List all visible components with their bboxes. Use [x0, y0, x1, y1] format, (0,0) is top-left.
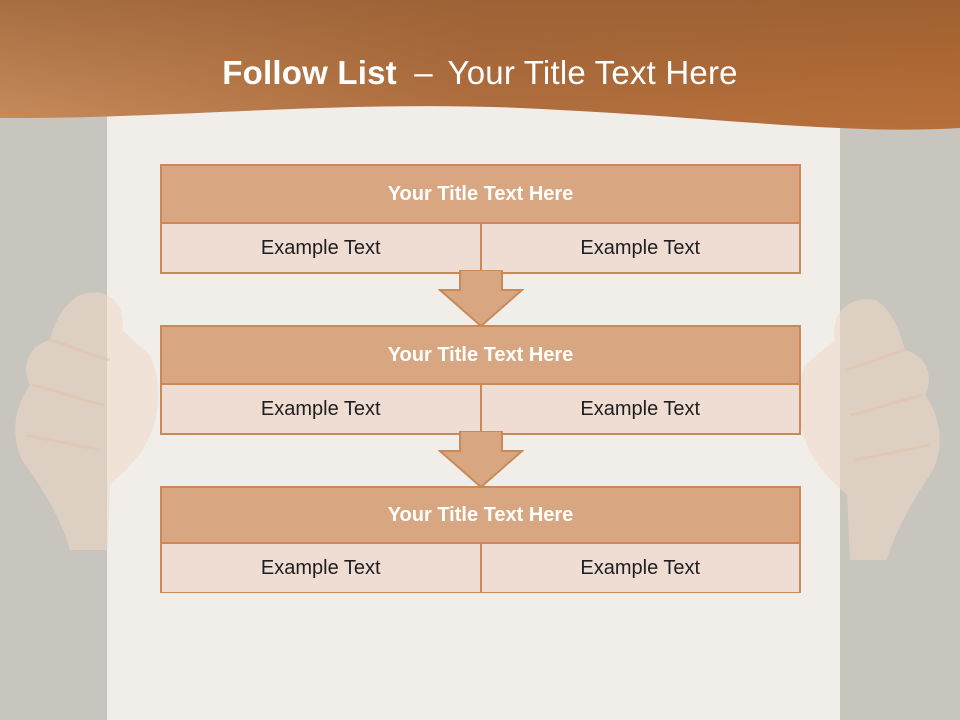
step-title: Your Title Text Here [162, 488, 799, 544]
step-row: Example Text Example Text [162, 224, 799, 272]
header-band [0, 0, 960, 130]
right-hand-image [798, 299, 940, 560]
step-cell-right: Example Text [479, 544, 799, 592]
step-block: Your Title Text Here Example Text Exampl… [160, 164, 801, 274]
title-rest: Your Title Text Here [447, 54, 738, 91]
step-row: Example Text Example Text [162, 544, 799, 592]
down-arrow-icon [438, 431, 524, 489]
left-hand-image [15, 292, 159, 550]
title-bold: Follow List [222, 54, 397, 91]
step-title: Your Title Text Here [162, 327, 799, 385]
step-cell-left: Example Text [162, 385, 480, 433]
step-block: Your Title Text Here Example Text Exampl… [160, 325, 801, 435]
step-cell-left: Example Text [162, 544, 480, 592]
slide-title: Follow List – Your Title Text Here [0, 54, 960, 92]
step-title: Your Title Text Here [162, 166, 799, 224]
step-row: Example Text Example Text [162, 385, 799, 433]
step-cell-right: Example Text [479, 224, 799, 272]
step-cell-right: Example Text [479, 385, 799, 433]
down-arrow-icon [438, 270, 524, 328]
step-block: Your Title Text Here Example Text Exampl… [160, 486, 801, 593]
step-cell-left: Example Text [162, 224, 480, 272]
title-separator: – [414, 54, 433, 91]
